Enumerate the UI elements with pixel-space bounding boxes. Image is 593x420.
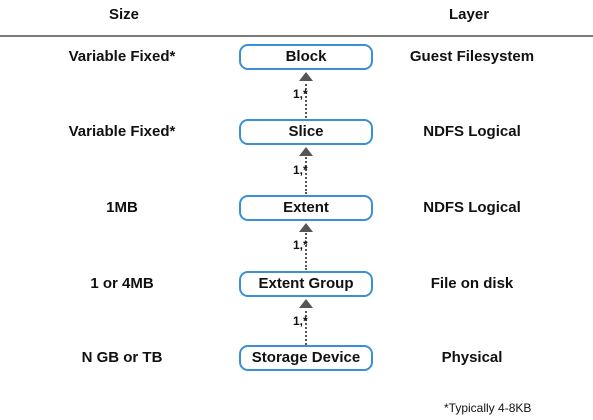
size-value: 1 or 4MB <box>90 275 154 292</box>
connector-arrow <box>299 72 313 118</box>
diagram-row-extent-group: 1 or 4MB Extent Group File on disk <box>0 271 593 297</box>
node-extent-group: Extent Group <box>239 271 373 297</box>
diagram-row-storage-device: N GB or TB Storage Device Physical <box>0 345 593 371</box>
arrowhead-icon <box>299 223 313 232</box>
arrowhead-icon <box>299 72 313 81</box>
node-storage-device: Storage Device <box>239 345 373 371</box>
size-value: N GB or TB <box>81 349 163 366</box>
arrowhead-icon <box>299 299 313 308</box>
connector-arrow <box>299 299 313 345</box>
size-value: Variable Fixed* <box>68 123 176 140</box>
size-value: Variable Fixed* <box>68 48 176 65</box>
arrowhead-icon <box>299 147 313 156</box>
footnote: *Typically 4-8KB <box>444 401 532 415</box>
header-divider <box>0 35 593 37</box>
connector-arrow <box>299 223 313 270</box>
layer-value: Physical <box>441 349 503 366</box>
layer-value: File on disk <box>430 275 514 292</box>
multiplicity-label: 1,* <box>293 238 308 252</box>
diagram-row-slice: Variable Fixed* Slice NDFS Logical <box>0 119 593 145</box>
multiplicity-label: 1,* <box>293 163 308 177</box>
multiplicity-label: 1,* <box>293 314 308 328</box>
layer-value: NDFS Logical <box>423 123 521 140</box>
layer-value: NDFS Logical <box>423 199 521 216</box>
multiplicity-label: 1,* <box>293 87 308 101</box>
diagram-row-block: Variable Fixed* Block Guest Filesystem <box>0 44 593 70</box>
diagram-row-extent: 1MB Extent NDFS Logical <box>0 195 593 221</box>
layer-value: Guest Filesystem <box>409 48 535 65</box>
size-value: 1MB <box>106 199 138 216</box>
layer-column-header: Layer <box>449 6 490 23</box>
size-column-header: Size <box>109 6 140 23</box>
node-slice: Slice <box>239 119 373 145</box>
node-extent: Extent <box>239 195 373 221</box>
connector-arrow <box>299 147 313 194</box>
node-block: Block <box>239 44 373 70</box>
